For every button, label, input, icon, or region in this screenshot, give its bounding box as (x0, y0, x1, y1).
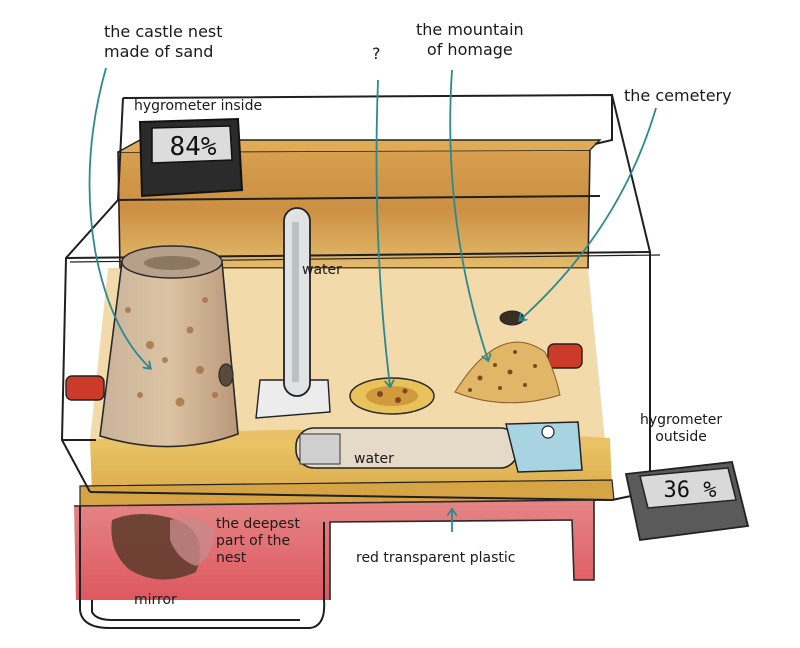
label-mountain-line-2: of homage (426, 40, 513, 59)
label-mirror: mirror (134, 592, 177, 608)
blue-tray-hole (541, 425, 555, 439)
label-hygrometer-outside-line-2: outside (655, 429, 707, 445)
deepest-nest-chamber (111, 514, 214, 580)
label-water-lower: water (354, 451, 394, 467)
hygrometer-inside-reading: 84% (170, 132, 217, 162)
blue-tray (505, 421, 583, 473)
mirror-outline (79, 506, 326, 629)
label-mountain: the mountain of homage (416, 20, 524, 60)
label-question: ? (372, 44, 381, 63)
label-deepest-part-line-2: part of the (216, 533, 291, 549)
hygrometer-inside-device (138, 117, 244, 198)
label-castle-nest-line-1: the castle nest (104, 22, 223, 41)
arrow-castle-nest (88, 67, 150, 368)
arrow-cemetery (520, 107, 657, 320)
label-hygrometer-inside: hygrometer inside (134, 98, 263, 114)
label-cemetery: the cemetery (624, 86, 732, 105)
label-castle-nest: the castle nest made of sand (104, 22, 223, 62)
label-deepest-part-line-1: the deepest (216, 516, 300, 532)
label-deepest-part: the deepest part of the nest (216, 516, 300, 567)
arrow-mountain (449, 69, 488, 360)
vertical-water-tube (255, 207, 331, 419)
label-deepest-part-line-3: nest (216, 550, 247, 566)
arrow-question (375, 79, 391, 386)
hygrometer-outside-reading: 36 % (664, 478, 717, 503)
label-hygrometer-outside-line-1: hygrometer (640, 412, 723, 428)
right-red-stopper (547, 343, 583, 369)
feeding-dish (349, 377, 435, 415)
hygrometer-outside-device (624, 461, 750, 541)
label-red-plastic: red transparent plastic (356, 550, 516, 566)
label-mountain-line-1: the mountain (416, 20, 524, 39)
label-castle-nest-line-2: made of sand (104, 42, 214, 61)
label-water-tube: water (302, 262, 342, 278)
label-hygrometer-outside: hygrometer outside (640, 412, 722, 446)
callout-arrows (88, 67, 657, 532)
castle-nest-tower (99, 245, 239, 448)
horizontal-water-tube (295, 427, 519, 469)
debris-pile (454, 310, 561, 404)
left-red-stopper (65, 375, 105, 401)
